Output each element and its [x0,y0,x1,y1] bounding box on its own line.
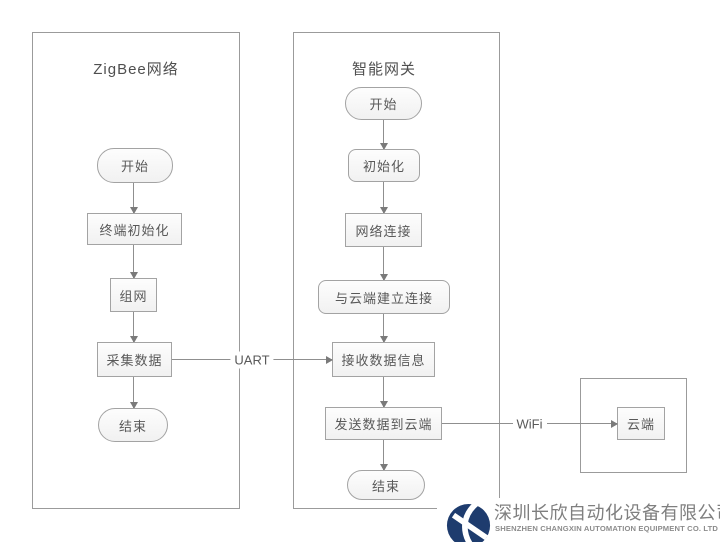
down-arrow [380,440,388,471]
uart-label: UART [230,351,274,369]
zigbee-node-collect-data: 采集数据 [97,342,172,377]
gateway-node-start: 开始 [345,87,422,120]
down-arrow [130,377,138,409]
zigbee-node-end: 结束 [98,408,168,442]
down-arrow [130,183,138,214]
uart-link-arrow: UART [172,351,333,369]
gateway-node-cloud-connect: 与云端建立连接 [318,280,450,314]
zigbee-node-terminal-init: 终端初始化 [87,213,182,245]
gateway-node-init: 初始化 [348,149,420,182]
zigbee-node-networking: 组网 [110,278,157,312]
gateway-node-receive-data: 接收数据信息 [332,342,435,377]
company-logo-icon [446,503,491,542]
company-name-en: SHENZHEN CHANGXIN AUTOMATION EQUIPMENT C… [495,524,719,533]
wifi-label: WiFi [512,415,547,433]
gateway-node-network-connect: 网络连接 [345,213,422,247]
down-arrow [130,245,138,279]
company-footer: 深圳长欣自动化设备有限公司 SHENZHEN CHANGXIN AUTOMATI… [437,498,720,542]
down-arrow [130,312,138,343]
down-arrow [380,377,388,408]
zigbee-network-title: ZigBee网络 [93,61,179,78]
zigbee-node-start: 开始 [97,148,173,183]
down-arrow [380,314,388,343]
company-name-cn: 深圳长欣自动化设备有限公司 [494,503,720,523]
gateway-node-end: 结束 [347,470,425,500]
down-arrow [380,247,388,281]
wifi-link-arrow: WiFi [442,415,618,433]
gateway-node-send-to-cloud: 发送数据到云端 [325,407,442,440]
down-arrow [380,120,388,150]
cloud-node: 云端 [617,407,665,440]
smart-gateway-title: 智能网关 [351,61,416,78]
down-arrow [380,182,388,214]
